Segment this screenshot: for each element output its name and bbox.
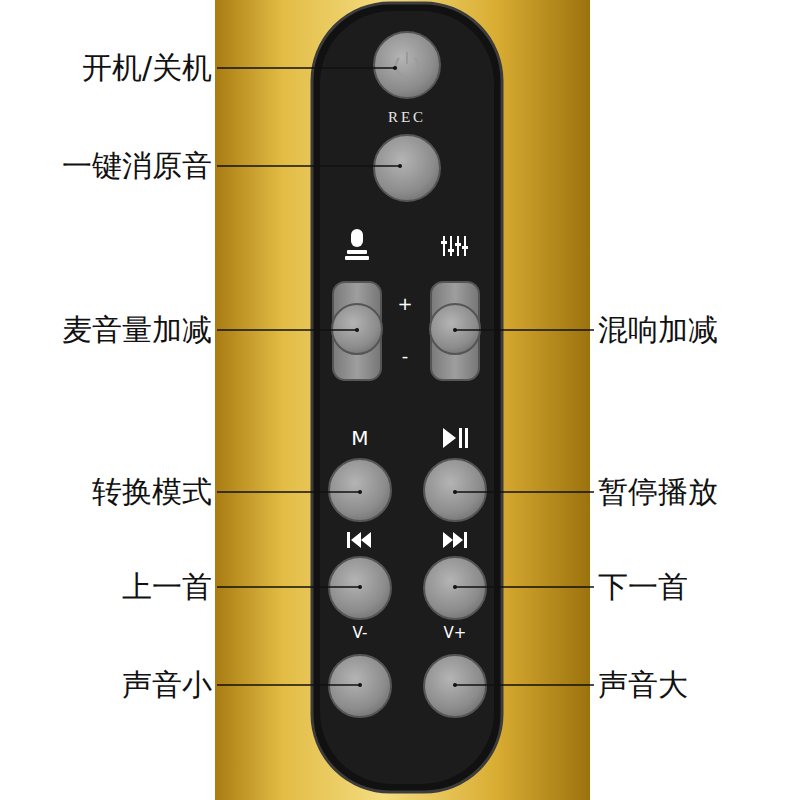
mic-body bbox=[215, 0, 590, 800]
callout-label: 声音小 bbox=[122, 670, 212, 700]
button-caption: REC bbox=[388, 110, 426, 125]
buttons bbox=[329, 32, 486, 717]
eq-icon bbox=[441, 236, 468, 256]
callout-label: 上一首 bbox=[122, 572, 212, 602]
control-panel bbox=[312, 3, 502, 792]
mic-icon bbox=[345, 229, 369, 260]
callout-label: 下一首 bbox=[598, 572, 688, 602]
callout-label: 暂停播放 bbox=[598, 477, 718, 507]
leader-dots bbox=[355, 66, 457, 687]
power-symbol bbox=[396, 52, 418, 77]
play-pause-icon bbox=[443, 428, 468, 448]
button-caption: M bbox=[351, 428, 368, 448]
slider-mark: - bbox=[402, 347, 409, 365]
next-icon bbox=[443, 532, 467, 548]
button-caption: V+ bbox=[444, 626, 467, 641]
button-caption: V- bbox=[353, 626, 368, 641]
leader-lines bbox=[217, 68, 594, 685]
sliders bbox=[332, 282, 480, 380]
callout-label: 麦音量加减 bbox=[62, 315, 212, 345]
slider-mark: + bbox=[397, 295, 412, 313]
callout-label: 声音大 bbox=[598, 670, 688, 700]
callout-label: 混响加减 bbox=[598, 315, 718, 345]
prev-icon bbox=[347, 532, 371, 548]
panel-inner bbox=[320, 11, 494, 784]
callout-label: 一键消原音 bbox=[62, 151, 212, 181]
callout-label: 开机/关机 bbox=[82, 53, 212, 83]
callout-label: 转换模式 bbox=[92, 477, 212, 507]
